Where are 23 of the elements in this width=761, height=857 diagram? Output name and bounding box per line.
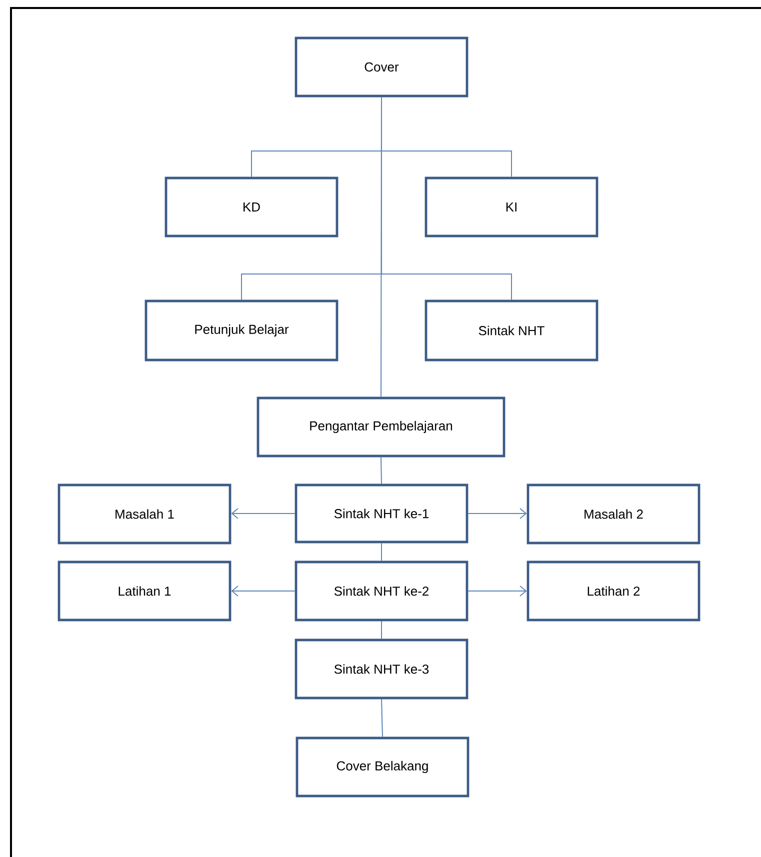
connector-line [380,96,382,398]
process-box: KI [424,176,598,238]
connector-line [381,542,382,562]
process-box: Pengantar Pembelajaran [256,396,506,458]
process-box: Sintak NHT ke-2 [294,560,468,622]
process-box: Latihan 1 [58,560,232,622]
arrow [468,508,527,519]
arrow [231,508,296,519]
arrow [231,586,296,596]
process-box: Sintak NHT [424,300,598,362]
process-box: Cover [294,36,468,98]
process-box: Sintak NHT ke-1 [294,484,468,544]
process-box: Cover Belakang [296,736,470,798]
connector-line [381,620,382,640]
connector-line [381,698,383,738]
connector-line [380,456,382,484]
process-box: Latihan 2 [526,560,700,622]
process-box: Masalah 2 [526,484,700,544]
process-box: Masalah 1 [58,484,232,544]
process-box: Sintak NHT ke-3 [294,638,468,700]
process-box: KD [164,176,338,238]
arrow [468,586,527,596]
process-box: Petunjuk Belajar [144,300,338,362]
